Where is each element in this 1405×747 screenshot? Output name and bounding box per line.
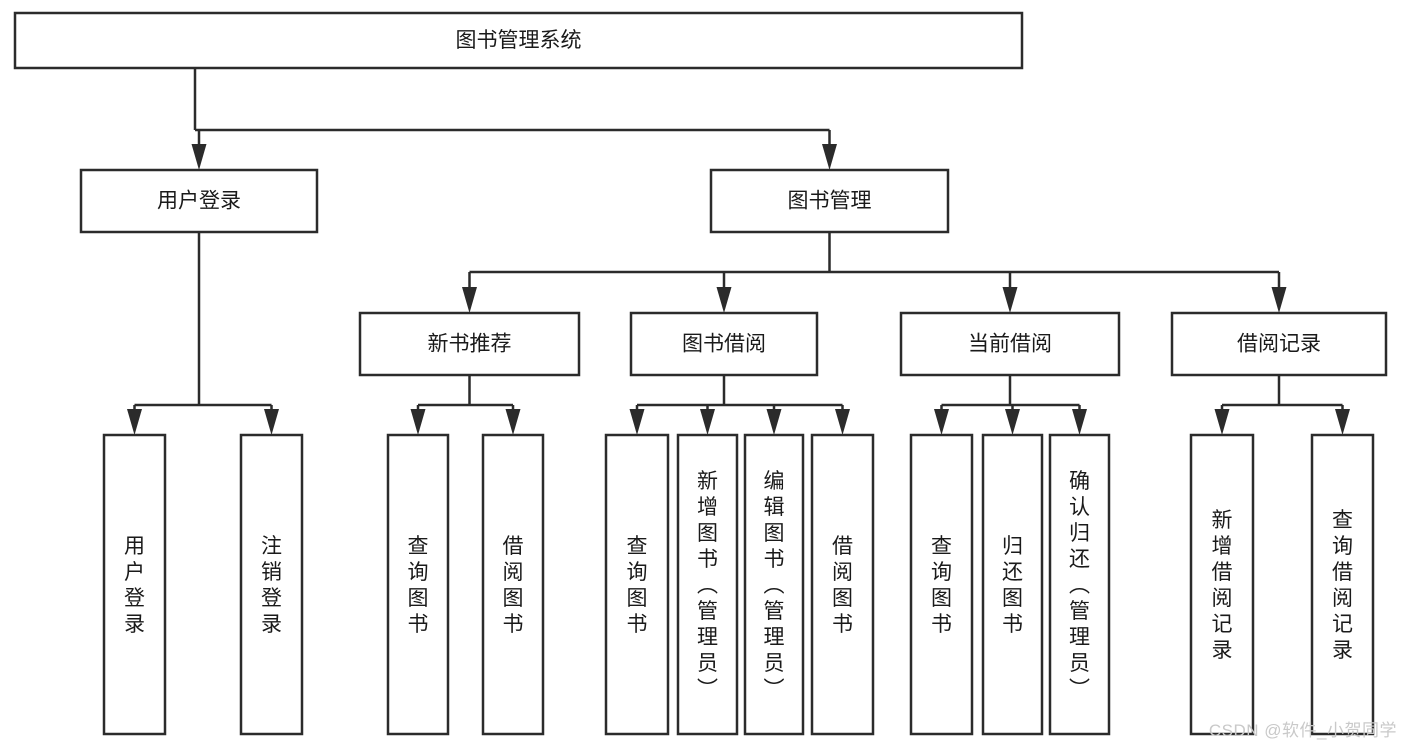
node-leaf-user-login[interactable]: 用户登录 <box>102 433 167 736</box>
arrow-head-icon <box>700 409 715 435</box>
node-box <box>604 433 670 736</box>
node-leaf-current-query[interactable]: 查询图书 <box>909 433 974 736</box>
node-box <box>1170 311 1388 377</box>
node-borrow-record[interactable]: 借阅记录 <box>1170 311 1388 377</box>
node-leaf-record-add[interactable]: 新增借阅记录 <box>1189 433 1255 736</box>
node-box <box>1189 433 1255 736</box>
node-box <box>743 433 805 736</box>
node-label: 查询借阅记录 <box>1332 509 1353 662</box>
arrow-head-icon <box>410 409 426 435</box>
node-label: 当前借阅 <box>968 333 1052 356</box>
node-label: 用户登录 <box>157 190 241 213</box>
arrow-head-icon <box>934 409 949 435</box>
node-label: 新增借阅记录 <box>1212 509 1233 662</box>
node-label: 图书管理 <box>788 190 872 213</box>
node-book-borrow[interactable]: 图书借阅 <box>629 311 819 377</box>
arrow-head-icon <box>1005 409 1020 435</box>
node-box <box>1048 433 1111 736</box>
node-book-manage[interactable]: 图书管理 <box>709 168 950 234</box>
node-label: 确认归还︵管理员︶ <box>1069 470 1090 701</box>
node-box <box>1310 433 1375 736</box>
node-leaf-user-logout[interactable]: 注销登录 <box>239 433 304 736</box>
node-label: 查询图书 <box>931 535 952 636</box>
node-box <box>239 433 304 736</box>
arrow-head-icon <box>1214 409 1230 435</box>
node-leaf-current-return[interactable]: 归还图书 <box>981 433 1044 736</box>
node-box <box>909 433 974 736</box>
node-label: 编辑图书︵管理员︶ <box>764 470 785 701</box>
node-label: 图书借阅 <box>682 333 766 356</box>
arrow-head-icon <box>264 409 279 435</box>
node-label: 用户登录 <box>124 535 145 636</box>
node-box <box>79 168 319 234</box>
node-box <box>981 433 1044 736</box>
node-label: 图书管理系统 <box>456 29 582 52</box>
node-label: 借阅记录 <box>1237 333 1321 356</box>
arrow-head-icon <box>505 409 521 435</box>
node-root[interactable]: 图书管理系统 <box>13 11 1024 70</box>
connector-layer <box>127 68 1350 435</box>
node-leaf-borrow-query[interactable]: 查询图书 <box>604 433 670 736</box>
node-box <box>386 433 450 736</box>
node-layer: 图书管理系统用户登录图书管理新书推荐图书借阅当前借阅借阅记录用户登录注销登录查询… <box>13 11 1388 736</box>
arrow-head-icon <box>1072 409 1087 435</box>
arrow-head-icon <box>1271 287 1287 313</box>
arrow-head-icon <box>1335 409 1350 435</box>
node-leaf-borrow-edit[interactable]: 编辑图书︵管理员︶ <box>743 433 805 736</box>
node-user-login[interactable]: 用户登录 <box>79 168 319 234</box>
node-label: 新书推荐 <box>428 333 512 356</box>
arrow-head-icon <box>191 144 207 170</box>
arrow-head-icon <box>716 287 732 313</box>
node-label: 查询图书 <box>408 535 429 636</box>
node-box <box>481 433 545 736</box>
node-new-book-recommend[interactable]: 新书推荐 <box>358 311 581 377</box>
node-label: 查询图书 <box>627 535 648 636</box>
node-box <box>709 168 950 234</box>
arrow-head-icon <box>766 409 782 435</box>
arrow-head-icon <box>822 144 837 170</box>
node-box <box>810 433 875 736</box>
node-box <box>629 311 819 377</box>
arrow-head-icon <box>127 409 142 435</box>
node-label: 新增图书︵管理员︶ <box>697 470 718 701</box>
node-current-borrow[interactable]: 当前借阅 <box>899 311 1121 377</box>
node-leaf-borrow-add[interactable]: 新增图书︵管理员︶ <box>676 433 739 736</box>
arrow-head-icon <box>835 409 850 435</box>
arrow-head-icon <box>1002 287 1018 313</box>
node-box <box>358 311 581 377</box>
arrow-head-icon <box>462 287 477 313</box>
node-leaf-recommend-borrow[interactable]: 借阅图书 <box>481 433 545 736</box>
node-leaf-borrow-lend[interactable]: 借阅图书 <box>810 433 875 736</box>
node-box <box>102 433 167 736</box>
node-box <box>899 311 1121 377</box>
node-box <box>13 11 1024 70</box>
node-box <box>676 433 739 736</box>
node-label: 借阅图书 <box>503 535 524 636</box>
node-leaf-recommend-query[interactable]: 查询图书 <box>386 433 450 736</box>
arrow-head-icon <box>629 409 645 435</box>
node-leaf-current-confirm[interactable]: 确认归还︵管理员︶ <box>1048 433 1111 736</box>
node-label: 注销登录 <box>261 535 282 636</box>
node-label: 归还图书 <box>1002 535 1023 636</box>
node-label: 借阅图书 <box>832 535 853 636</box>
node-leaf-record-query[interactable]: 查询借阅记录 <box>1310 433 1375 736</box>
